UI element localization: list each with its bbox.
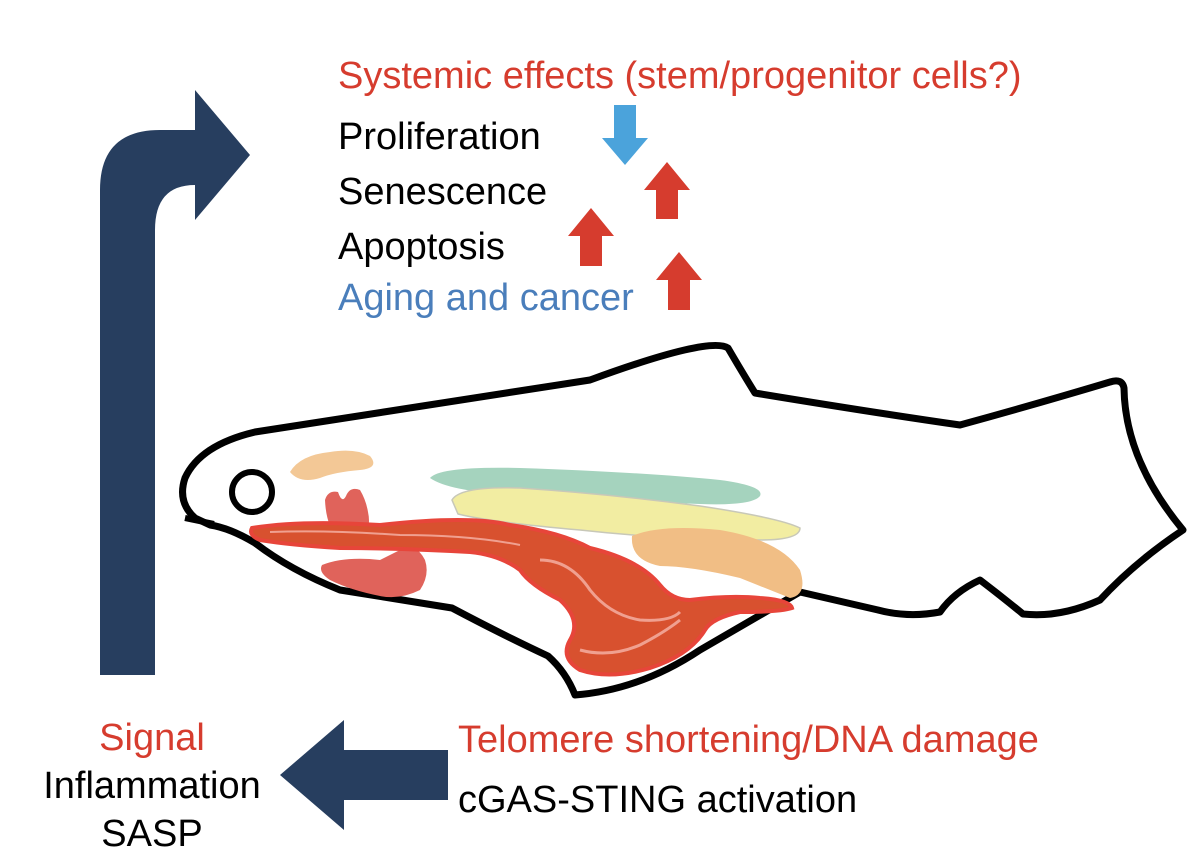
cgas-sting-label: cGAS-STING activation (458, 779, 857, 821)
aging-cancer-label: Aging and cancer (338, 277, 634, 319)
proliferation-down-arrow-icon (602, 105, 648, 165)
apoptosis-label: Apoptosis (338, 226, 505, 268)
proliferation-label: Proliferation (338, 116, 541, 158)
fish-illustration (179, 341, 1187, 699)
senescence-label: Senescence (338, 171, 547, 213)
senescence-up-arrow-icon (644, 162, 690, 219)
aging-up-arrow-icon (656, 252, 702, 310)
sasp-label: SASP (101, 813, 202, 855)
inflammation-label: Inflammation (43, 765, 261, 807)
fish-eye (229, 469, 275, 515)
up-turn-arrow-icon (100, 90, 250, 675)
left-arrow-icon (280, 720, 448, 830)
telomere-title: Telomere shortening/DNA damage (458, 719, 1039, 761)
apoptosis-up-arrow-icon (568, 208, 614, 266)
systemic-effects-title: Systemic effects (stem/progenitor cells?… (338, 55, 1022, 97)
signal-title: Signal (99, 717, 205, 759)
